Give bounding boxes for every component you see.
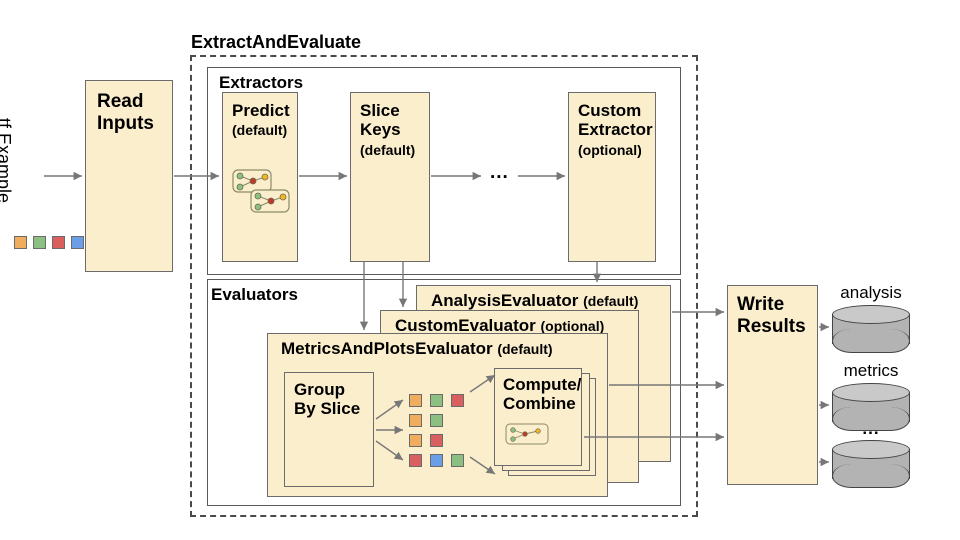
node-slice-keys-label: Slice Keys (default) xyxy=(360,101,415,159)
node-analysis-evaluator-label: AnalysisEvaluator (default) xyxy=(431,291,638,310)
node-predict-label: Predict (default) xyxy=(232,101,290,140)
slice-chip-r2-green xyxy=(430,414,443,427)
cylinder-top xyxy=(832,305,910,324)
node-group-by-slice[interactable]: Group By Slice xyxy=(284,372,374,487)
node-compute-combine[interactable]: Compute/ Combine xyxy=(494,368,582,466)
group-by-slice-line1: Group xyxy=(294,380,345,399)
metrics-evaluator-sub: (default) xyxy=(497,341,553,357)
slice-chip-r2-orange xyxy=(409,414,422,427)
read-inputs-line1: Read xyxy=(97,91,144,112)
input-label-tf-example: tf.Example xyxy=(0,118,14,204)
cylinder-bottom xyxy=(832,329,910,353)
output-label-metrics: metrics xyxy=(843,361,899,380)
analysis-evaluator-name: AnalysisEvaluator xyxy=(431,291,579,310)
custom-extractor-line2: Extractor xyxy=(578,120,653,140)
slice-keys-line1: Slice xyxy=(360,101,400,120)
slice-keys-sub: (default) xyxy=(360,141,416,158)
input-chip-orange xyxy=(14,236,27,249)
custom-evaluator-name: CustomEvaluator xyxy=(395,316,536,335)
group-title-extractors: Extractors xyxy=(219,73,304,92)
slice-chip-r4-green xyxy=(451,454,464,467)
node-group-by-slice-label: Group By Slice xyxy=(294,380,360,419)
read-inputs-line2: Inputs xyxy=(97,112,154,134)
input-chip-green xyxy=(33,236,46,249)
node-metrics-and-plots-evaluator-label: MetricsAndPlotsEvaluator (default) xyxy=(281,339,553,358)
node-slice-keys[interactable]: Slice Keys (default) xyxy=(350,92,430,262)
analysis-evaluator-sub: (default) xyxy=(583,293,639,309)
slice-chip-r1-red xyxy=(451,394,464,407)
slice-keys-line2: Keys xyxy=(360,120,401,140)
group-extract-and-evaluate xyxy=(190,55,698,517)
custom-extractor-sub: (optional) xyxy=(578,141,642,158)
group-by-slice-line2: By Slice xyxy=(294,399,361,419)
output-label-analysis: analysis xyxy=(840,283,902,302)
node-write-results[interactable]: Write Results xyxy=(727,285,818,485)
cylinder-bottom xyxy=(832,407,910,431)
slice-chip-r3-red xyxy=(430,434,443,447)
extractors-ellipsis: ... xyxy=(490,162,509,183)
write-results-line2: Results xyxy=(737,315,806,337)
group-title-evaluators: Evaluators xyxy=(211,285,298,304)
metrics-graph-icon xyxy=(505,423,549,445)
output-cylinder-analysis[interactable] xyxy=(832,305,910,353)
write-results-line1: Write xyxy=(737,294,785,315)
output-cylinder-other[interactable] xyxy=(832,440,910,488)
predict-sub: (default) xyxy=(232,122,288,139)
metrics-evaluator-name: MetricsAndPlotsEvaluator xyxy=(281,339,493,358)
node-read-inputs[interactable]: Read Inputs xyxy=(85,80,173,272)
cylinder-bottom xyxy=(832,464,910,488)
compute-combine-line2: Combine xyxy=(503,394,576,414)
node-custom-extractor-label: Custom Extractor (optional) xyxy=(578,101,653,159)
cylinder-top xyxy=(832,383,910,402)
node-predict[interactable]: Predict (default) xyxy=(222,92,298,262)
slice-chip-r1-green xyxy=(430,394,443,407)
compute-combine-line1: Compute/ xyxy=(503,375,582,394)
predict-line1: Predict xyxy=(232,101,290,120)
custom-evaluator-sub: (optional) xyxy=(540,318,605,334)
cylinder-top xyxy=(832,440,910,459)
custom-extractor-line1: Custom xyxy=(578,101,642,120)
input-chip-red xyxy=(52,236,65,249)
node-read-inputs-label: Read Inputs xyxy=(97,91,154,134)
node-custom-extractor[interactable]: Custom Extractor (optional) xyxy=(568,92,656,262)
node-write-results-label: Write Results xyxy=(737,294,806,337)
node-custom-evaluator-label: CustomEvaluator (optional) xyxy=(395,316,604,335)
slice-chip-r4-red xyxy=(409,454,422,467)
model-graph-icon xyxy=(232,169,290,213)
group-title-extract-and-evaluate: ExtractAndEvaluate xyxy=(191,32,362,52)
input-chip-blue xyxy=(71,236,84,249)
slice-chip-r4-blue xyxy=(430,454,443,467)
slice-chip-r3-orange xyxy=(409,434,422,447)
slice-chip-r1-orange xyxy=(409,394,422,407)
node-compute-combine-label: Compute/ Combine xyxy=(503,375,581,414)
output-cylinder-metrics[interactable] xyxy=(832,383,910,431)
output-label-ellipsis: ... xyxy=(862,419,880,438)
